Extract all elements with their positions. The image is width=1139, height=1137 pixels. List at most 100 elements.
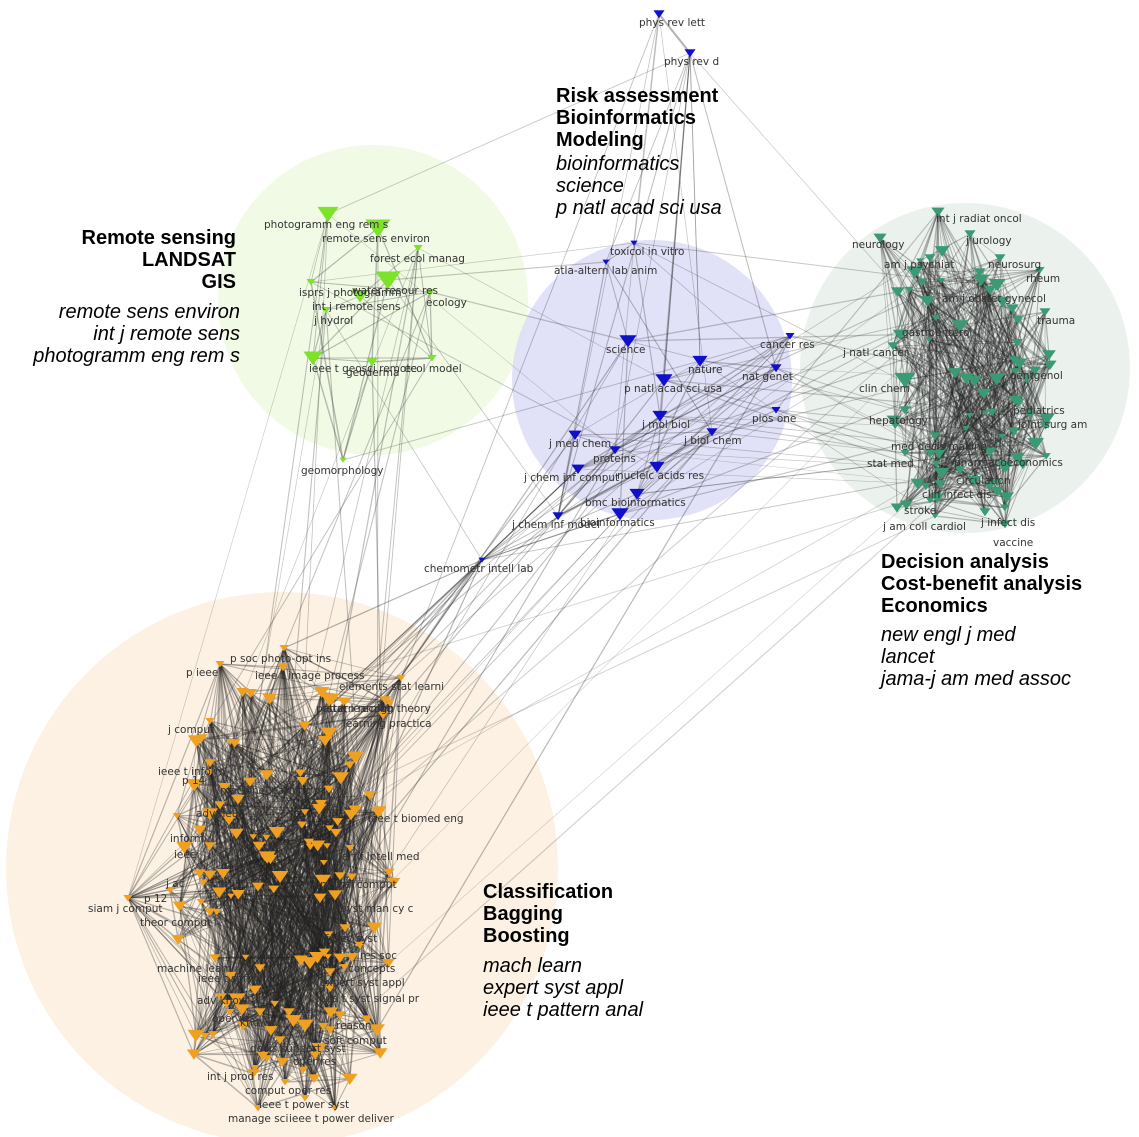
edge xyxy=(481,468,579,561)
classif-node xyxy=(186,1049,202,1060)
edge xyxy=(929,499,1005,509)
edge xyxy=(230,781,251,897)
edge xyxy=(979,272,1008,498)
edge xyxy=(996,311,1046,483)
edge xyxy=(919,260,991,291)
risk-node-phys-rev-lett xyxy=(653,10,665,19)
edge xyxy=(194,774,267,786)
edge xyxy=(309,733,330,847)
node-label-neurosurg: neurosurg xyxy=(988,259,1041,271)
decision-node xyxy=(996,460,1014,474)
edge xyxy=(199,829,239,895)
edge xyxy=(965,289,991,429)
classif-node-reason xyxy=(334,1011,346,1020)
edge xyxy=(176,815,332,1013)
edge xyxy=(219,663,306,1099)
edge xyxy=(302,795,371,1070)
edge xyxy=(919,260,1018,343)
edge xyxy=(230,895,375,929)
edge xyxy=(214,951,325,959)
edge xyxy=(209,720,368,1020)
edge xyxy=(308,733,330,843)
classif-node xyxy=(227,893,235,899)
edge xyxy=(917,483,1007,498)
edge xyxy=(302,780,395,883)
edge xyxy=(904,409,1006,467)
edge xyxy=(940,280,961,471)
edge xyxy=(309,845,328,963)
edge xyxy=(127,897,331,1014)
edge xyxy=(959,393,985,471)
edge xyxy=(274,777,342,1004)
decision-node xyxy=(1029,366,1041,376)
edge xyxy=(300,772,341,779)
edge xyxy=(264,857,332,1013)
edge xyxy=(216,911,332,1013)
edge xyxy=(201,737,352,816)
edge xyxy=(936,289,991,499)
edge xyxy=(257,1078,350,1109)
remote-node-int-j-remote-sens xyxy=(351,290,369,303)
edge xyxy=(283,647,341,1016)
edge xyxy=(917,483,998,492)
edge xyxy=(223,872,395,883)
edge xyxy=(127,897,259,1109)
edge xyxy=(983,393,986,513)
edge xyxy=(226,733,330,1005)
edge xyxy=(212,213,329,1035)
classif-node-adv-knowl xyxy=(248,985,262,996)
edge xyxy=(991,308,1014,413)
edge xyxy=(214,774,268,959)
edge xyxy=(619,340,629,515)
decision-node xyxy=(904,286,914,294)
edge xyxy=(266,774,318,958)
edge xyxy=(230,741,303,782)
edge xyxy=(283,647,322,693)
edge xyxy=(184,847,324,1027)
edge xyxy=(237,764,350,801)
edge xyxy=(236,833,381,1054)
edge xyxy=(230,788,330,897)
classif-node xyxy=(346,751,364,764)
edge xyxy=(242,1003,275,1010)
node-label-machine-learn: machine learn xyxy=(157,963,232,975)
risk-node-j-chem-inf-model xyxy=(552,512,564,521)
edge xyxy=(196,699,386,742)
edge xyxy=(928,339,931,501)
edge xyxy=(203,882,268,1059)
edge xyxy=(314,1052,381,1056)
edge xyxy=(1014,371,1031,415)
edge xyxy=(195,894,239,1036)
edge xyxy=(329,966,345,1031)
node-label-chemometr-intell-lab: chemometr intell lab xyxy=(424,563,534,575)
remote-node-forest-ecol-manag xyxy=(413,244,423,252)
classif-node xyxy=(256,1051,270,1061)
edge xyxy=(209,732,330,764)
edge xyxy=(334,777,342,1109)
edge xyxy=(201,738,218,912)
edge xyxy=(934,418,1048,517)
edge xyxy=(219,804,306,1099)
edge xyxy=(929,372,956,454)
edge xyxy=(237,799,316,1056)
decision-node xyxy=(1012,316,1024,325)
classif-node xyxy=(366,922,383,934)
edge xyxy=(242,692,283,1063)
edge xyxy=(244,957,264,1056)
edge xyxy=(892,345,1018,459)
edge xyxy=(973,363,1020,481)
risk-node-cancer-res xyxy=(785,332,795,340)
edge xyxy=(195,879,324,1036)
edge xyxy=(908,289,931,501)
edge xyxy=(199,647,285,874)
edge xyxy=(258,803,322,847)
edge xyxy=(941,280,998,286)
edge xyxy=(203,743,236,883)
edge xyxy=(934,418,1048,437)
edge xyxy=(969,272,981,416)
edge xyxy=(276,832,306,1026)
edge xyxy=(212,934,329,1035)
edge xyxy=(1004,354,1050,508)
edge xyxy=(199,829,281,1041)
edge xyxy=(916,393,985,484)
